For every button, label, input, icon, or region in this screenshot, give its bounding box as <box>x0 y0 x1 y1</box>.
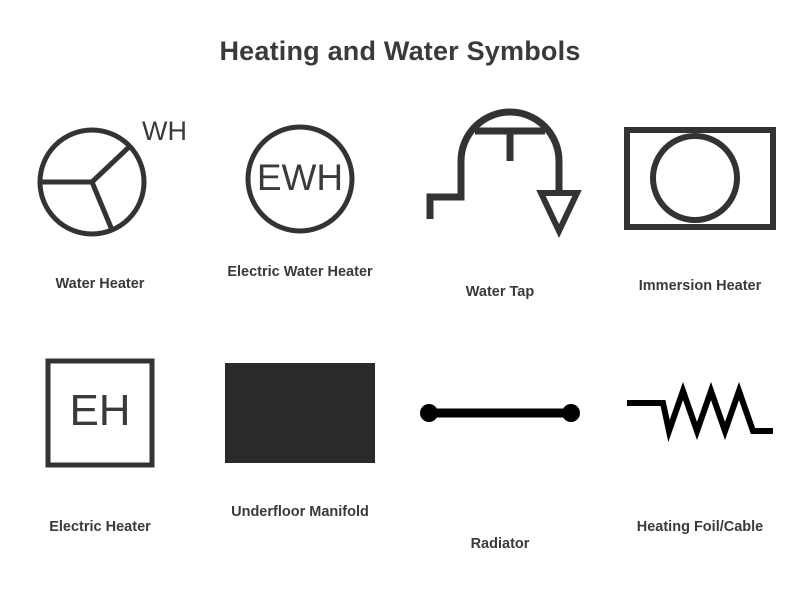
electric-water-heater-symbol: EWH <box>200 104 400 254</box>
electric-heater-icon: EH <box>45 358 155 467</box>
underfloor-manifold-icon <box>225 362 375 463</box>
symbol-row-1: WH Water Heater EWH Electric Water Heate… <box>0 104 800 340</box>
symbol-label-electric-water-heater: Electric Water Heater <box>227 264 373 280</box>
symbol-label-electric-heater: Electric Heater <box>49 519 151 535</box>
page-title: Heating and Water Symbols <box>219 36 581 66</box>
symbol-label-water-tap: Water Tap <box>465 284 535 300</box>
water-heater-symbol: WH <box>0 104 200 254</box>
radiator-symbol <box>400 340 600 485</box>
immersion-heater-icon <box>624 127 776 230</box>
heating-foil-cable-icon <box>627 381 773 442</box>
electric-heater-annotation: EH <box>69 386 130 435</box>
symbol-label-water-heater: Water Heater <box>55 276 145 292</box>
symbol-cell-electric-water-heater[interactable]: EWH Electric Water Heater <box>200 104 400 340</box>
symbol-label-underfloor-manifold: Underfloor Manifold <box>231 504 369 520</box>
symbol-row-2: EH Electric Heater Underfloor Manifold <box>0 340 800 570</box>
symbol-cell-radiator[interactable]: Radiator <box>400 340 600 570</box>
immersion-heater-symbol <box>600 104 800 254</box>
radiator-icon <box>420 403 580 422</box>
water-heater-icon: WH <box>37 116 187 237</box>
electric-water-heater-icon: EWH <box>245 124 355 234</box>
electric-heater-symbol: EH <box>0 340 200 485</box>
symbol-label-heating-foil-cable: Heating Foil/Cable <box>636 519 764 535</box>
heating-foil-cable-symbol <box>600 340 800 485</box>
symbol-cell-immersion-heater[interactable]: Immersion Heater <box>600 104 800 340</box>
symbol-cell-heating-foil-cable[interactable]: Heating Foil/Cable <box>600 340 800 570</box>
water-tap-icon <box>426 108 582 239</box>
symbol-grid: WH Water Heater EWH Electric Water Heate… <box>0 104 800 570</box>
underfloor-manifold-symbol <box>200 340 400 485</box>
water-heater-annotation: WH <box>142 116 187 146</box>
symbol-label-immersion-heater: Immersion Heater <box>638 278 762 294</box>
symbol-cell-underfloor-manifold[interactable]: Underfloor Manifold <box>200 340 400 570</box>
symbol-cell-water-tap[interactable]: Water Tap <box>400 104 600 340</box>
symbol-label-radiator: Radiator <box>470 536 530 552</box>
water-tap-symbol <box>400 104 600 254</box>
electric-water-heater-annotation: EWH <box>257 157 343 198</box>
symbol-cell-electric-heater[interactable]: EH Electric Heater <box>0 340 200 570</box>
symbol-cell-water-heater[interactable]: WH Water Heater <box>0 104 200 340</box>
